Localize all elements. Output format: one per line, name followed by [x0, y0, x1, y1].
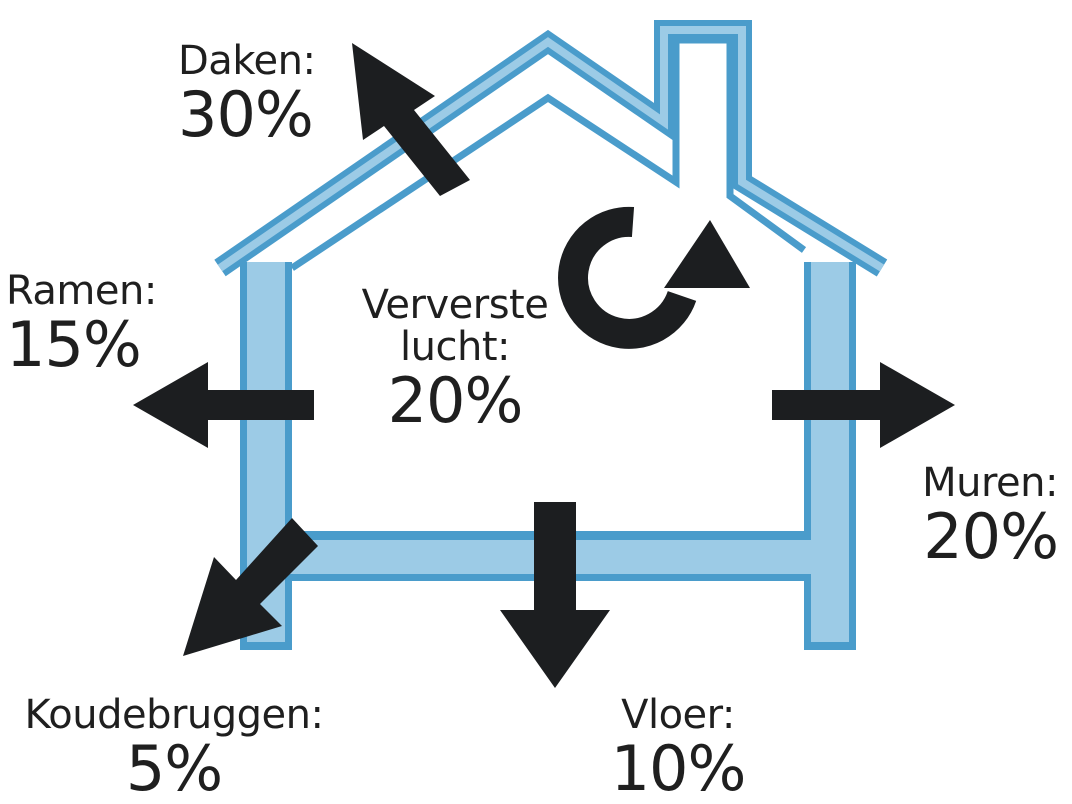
ververste-value: 20% [387, 364, 524, 437]
house-outline-fill [217, 26, 885, 272]
koudebruggen-name: Koudebruggen: [24, 692, 324, 738]
arrow-left-icon [133, 362, 314, 448]
inner-roof [290, 36, 807, 271]
label-ververste-lucht: Ververste lucht: 20% [345, 284, 565, 433]
muren-name: Muren: [922, 460, 1058, 506]
right-wall-fill [811, 262, 849, 642]
ververste-name-line2: lucht: [400, 324, 510, 370]
daken-name: Daken: [178, 38, 316, 84]
vloer-value: 10% [610, 732, 747, 804]
circular-arrow-icon [558, 206, 750, 349]
label-muren: Muren: 20% [922, 460, 1059, 573]
label-vloer: Vloer: 10% [588, 694, 768, 801]
label-daken: Daken: 30% [178, 40, 316, 147]
ramen-value: 15% [6, 308, 142, 381]
heat-loss-arrows [133, 43, 955, 688]
label-koudebruggen: Koudebruggen: 5% [14, 694, 334, 801]
vloer-name: Vloer: [621, 692, 735, 738]
koudebruggen-value: 5% [125, 732, 223, 804]
arrow-down-icon [500, 502, 610, 688]
ramen-name: Ramen: [6, 268, 157, 314]
ververste-name-line1: Ververste [361, 282, 549, 328]
label-ramen: Ramen: 15% [6, 270, 157, 377]
arrow-down-left-icon [183, 518, 318, 656]
arrow-right-icon [772, 362, 955, 448]
muren-value: 20% [923, 500, 1059, 573]
arrow-up-left-icon [352, 43, 470, 196]
daken-value: 30% [178, 78, 314, 151]
